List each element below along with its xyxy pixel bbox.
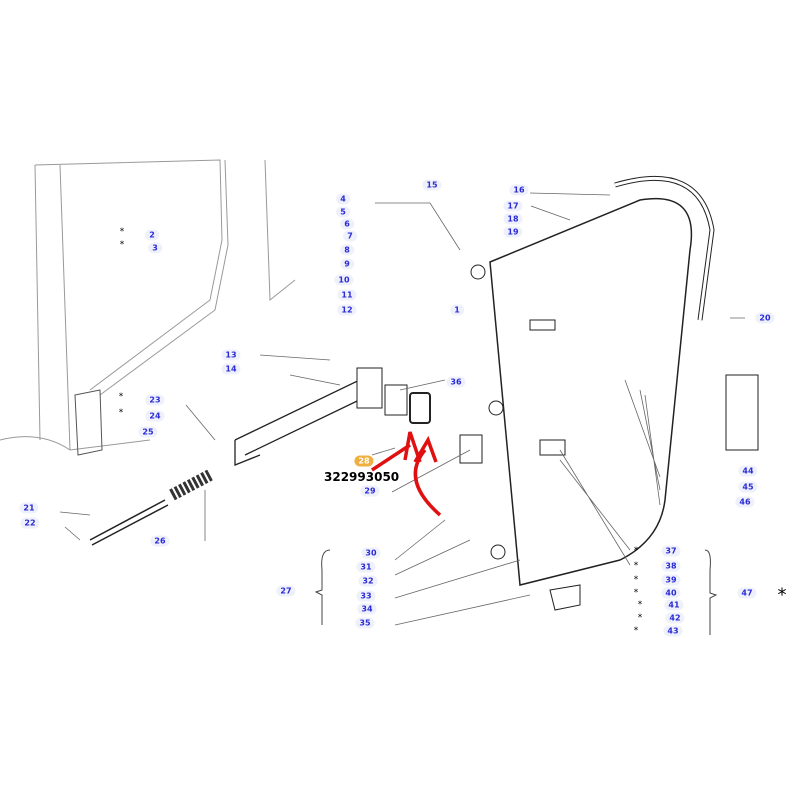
callout-20[interactable]: 20	[755, 312, 775, 324]
callout-14[interactable]: 14	[221, 363, 241, 375]
indicator-arrow-curved	[413, 435, 442, 517]
callout-16[interactable]: 16	[509, 184, 529, 196]
asterisk-mark: *	[637, 600, 643, 610]
callout-19[interactable]: 19	[503, 226, 523, 238]
callout-30[interactable]: 30	[361, 547, 381, 559]
callout-6[interactable]: 6	[340, 218, 354, 230]
asterisk-legend: *	[777, 584, 787, 606]
callout-12[interactable]: 12	[337, 304, 357, 316]
callout-24[interactable]: 24	[145, 410, 165, 422]
callout-39[interactable]: 39	[661, 574, 681, 586]
callout-7[interactable]: 7	[343, 230, 357, 242]
gas-strut	[89, 499, 169, 546]
callout-4[interactable]: 4	[336, 193, 350, 205]
callout-29[interactable]: 29	[360, 485, 380, 497]
callout-2[interactable]: 2	[145, 229, 159, 241]
callout-38[interactable]: 38	[661, 560, 681, 572]
door-panel	[489, 197, 693, 586]
callout-34[interactable]: 34	[357, 603, 377, 615]
part-number: 322993050	[324, 470, 400, 484]
asterisk-mark: *	[637, 613, 643, 623]
asterisk-mark: *	[633, 588, 639, 598]
callout-45[interactable]: 45	[738, 481, 758, 493]
callout-8[interactable]: 8	[340, 244, 354, 256]
callout-33[interactable]: 33	[356, 590, 376, 602]
callout-5[interactable]: 5	[336, 206, 350, 218]
callout-18[interactable]: 18	[503, 213, 523, 225]
spring	[169, 469, 213, 501]
callout-32[interactable]: 32	[358, 575, 378, 587]
callout-31[interactable]: 31	[356, 561, 376, 573]
asterisk-mark: *	[119, 227, 125, 237]
asterisk-mark: *	[633, 575, 639, 585]
callout-10[interactable]: 10	[334, 274, 354, 286]
callout-37[interactable]: 37	[661, 545, 681, 557]
callout-46[interactable]: 46	[735, 496, 755, 508]
asterisk-mark: *	[118, 392, 124, 402]
callout-28[interactable]: 28	[354, 455, 374, 467]
callout-13[interactable]: 13	[221, 349, 241, 361]
callout-43[interactable]: 43	[663, 625, 683, 637]
asterisk-mark: *	[633, 626, 639, 636]
callout-1[interactable]: 1	[450, 304, 464, 316]
callout-23[interactable]: 23	[145, 394, 165, 406]
callout-25[interactable]: 25	[138, 426, 158, 438]
callout-40[interactable]: 40	[661, 587, 681, 599]
callout-22[interactable]: 22	[20, 517, 40, 529]
callout-35[interactable]: 35	[355, 617, 375, 629]
callout-42[interactable]: 42	[665, 612, 685, 624]
callout-11[interactable]: 11	[337, 289, 357, 301]
asterisk-mark: *	[633, 561, 639, 571]
callout-36[interactable]: 36	[446, 376, 466, 388]
callout-27[interactable]: 27	[276, 585, 296, 597]
asterisk-mark: *	[118, 408, 124, 418]
callout-41[interactable]: 41	[664, 599, 684, 611]
asterisk-mark: *	[119, 240, 125, 250]
callout-44[interactable]: 44	[738, 465, 758, 477]
callout-21[interactable]: 21	[19, 502, 39, 514]
cab-frame	[0, 159, 296, 451]
callout-9[interactable]: 9	[340, 258, 354, 270]
callout-3[interactable]: 3	[148, 242, 162, 254]
callout-17[interactable]: 17	[503, 200, 523, 212]
callout-26[interactable]: 26	[150, 535, 170, 547]
callout-15[interactable]: 15	[422, 179, 442, 191]
callout-47[interactable]: 47	[737, 587, 757, 599]
indicator-arrow	[371, 431, 422, 472]
asterisk-mark: *	[633, 546, 639, 556]
